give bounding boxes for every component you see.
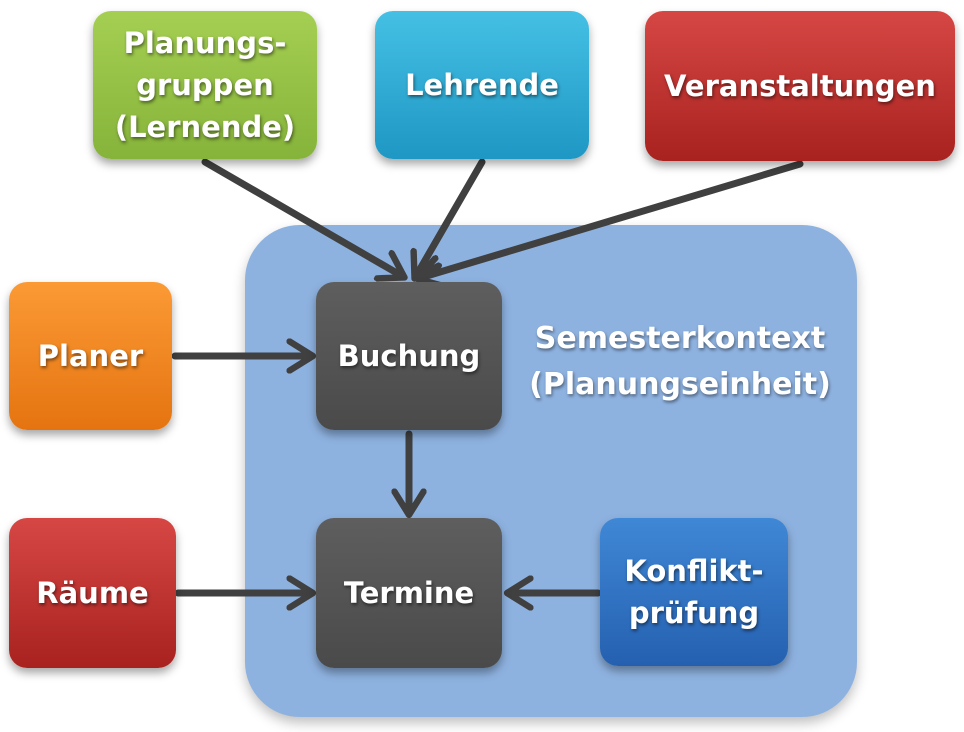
semesterkontext-label: Semesterkontext (Planungseinheit) (520, 316, 840, 408)
context-label-line1: Semesterkontext (534, 321, 826, 356)
raeume-label: Räume (36, 576, 149, 610)
veranstaltungen-label: Veranstaltungen (664, 69, 936, 103)
termine-label: Termine (343, 576, 475, 610)
termine-box: Termine (316, 518, 502, 668)
context-label-line2: (Planungseinheit) (529, 367, 831, 402)
lehrende-box: Lehrende (375, 11, 589, 159)
buchung-label: Buchung (337, 339, 481, 373)
veranstaltungen-box: Veranstaltungen (645, 11, 955, 161)
planer-label: Planer (37, 339, 144, 373)
planer-box: Planer (9, 282, 172, 430)
planungsgruppen-label: Planungs- gruppen (Lernende) (114, 26, 296, 144)
raeume-box: Räume (9, 518, 176, 668)
buchung-box: Buchung (316, 282, 502, 430)
planungsgruppen-box: Planungs- gruppen (Lernende) (93, 11, 317, 159)
konfliktpruefung-label: Konflikt- prüfung (624, 554, 764, 630)
konfliktpruefung-box: Konflikt- prüfung (600, 518, 788, 666)
lehrende-label: Lehrende (405, 68, 559, 102)
